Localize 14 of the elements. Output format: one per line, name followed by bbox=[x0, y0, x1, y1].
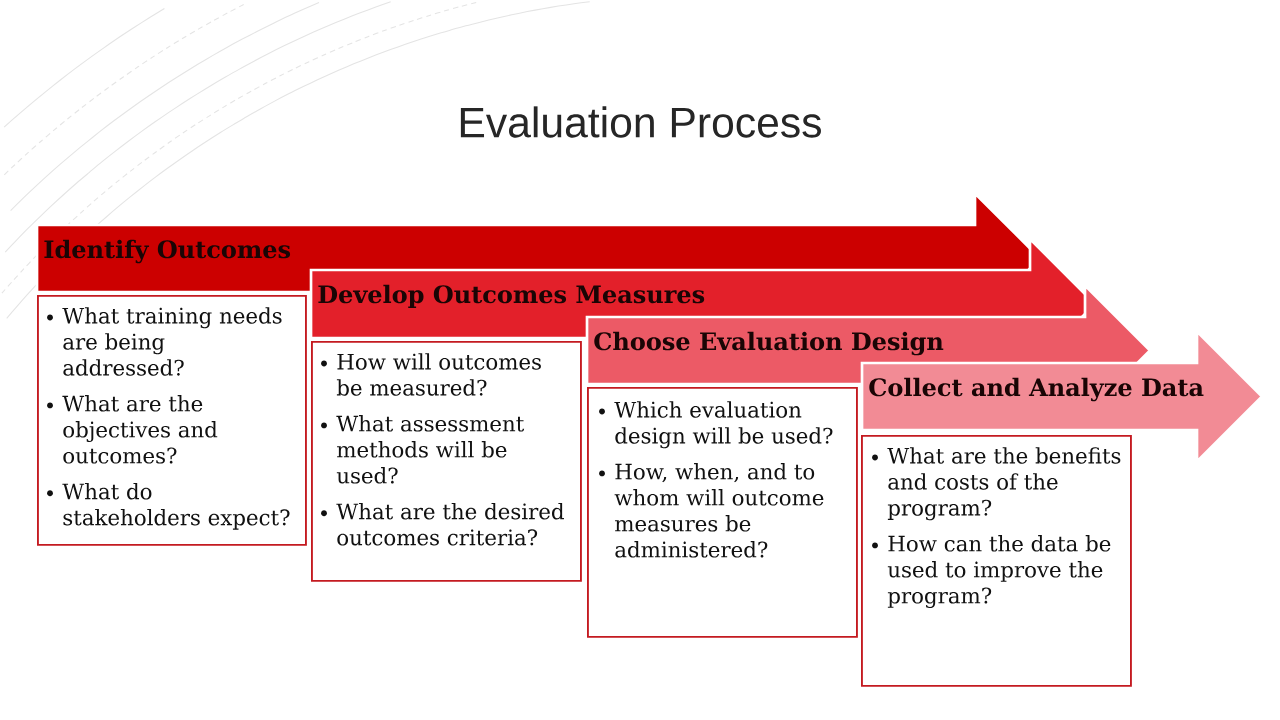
bullet-text: How can the data be used to improve the program? bbox=[887, 535, 1111, 609]
bullet-text: What are the objectives and outcomes? bbox=[62, 395, 218, 464]
question-box bbox=[37, 295, 307, 546]
slide-title: Evaluation Process bbox=[460, 106, 821, 138]
bullet-text: What are the desired outcomes criteria? bbox=[336, 503, 564, 546]
bullet-text: Which evaluation design will be used? bbox=[614, 401, 833, 449]
bullet-text: What assessment methods will be used? bbox=[336, 415, 525, 484]
question-box bbox=[587, 387, 858, 638]
bullet-text: What do stakeholders expect? bbox=[62, 483, 290, 530]
question-box bbox=[311, 341, 582, 582]
question-box bbox=[861, 435, 1132, 687]
bullet-text: How will outcomes be measured? bbox=[336, 353, 541, 396]
bullet-text: How, when, and to whom will outcome measures be administered? bbox=[614, 463, 824, 558]
bullet-text: What training needs are being addressed? bbox=[62, 307, 282, 376]
